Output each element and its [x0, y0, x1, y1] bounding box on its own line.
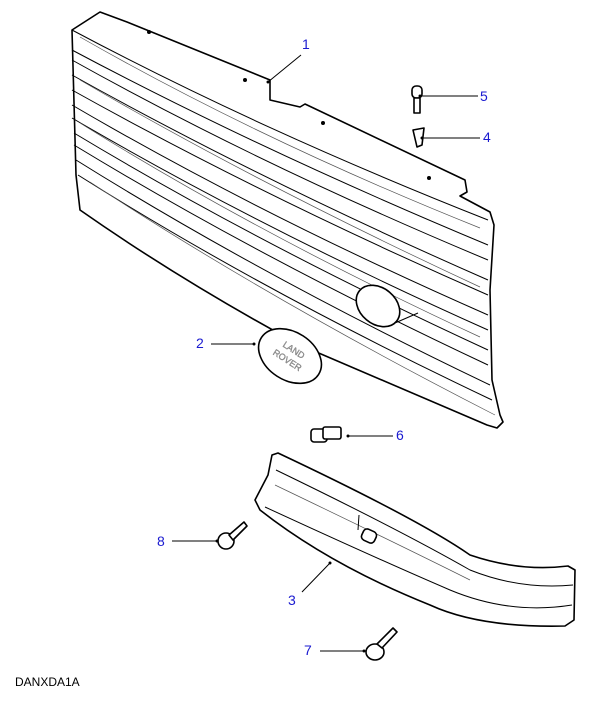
- callout-8[interactable]: 8: [157, 533, 165, 549]
- badge-part[interactable]: LAND ROVER: [248, 317, 331, 394]
- leader-lines: [172, 54, 480, 653]
- grille-part[interactable]: [71, 11, 504, 429]
- callout-7[interactable]: 7: [304, 642, 312, 658]
- screw-part-5[interactable]: [411, 85, 423, 114]
- clip-part-6[interactable]: [310, 426, 342, 443]
- screw-part-7[interactable]: [365, 627, 398, 661]
- callout-4[interactable]: 4: [483, 129, 491, 145]
- diagram-code: DANXDA1A: [15, 675, 80, 689]
- screw-part-8[interactable]: [217, 521, 248, 550]
- callout-5[interactable]: 5: [480, 88, 488, 104]
- callout-6[interactable]: 6: [396, 427, 404, 443]
- callout-1[interactable]: 1: [302, 36, 310, 52]
- callout-3[interactable]: 3: [288, 592, 296, 608]
- lower-trim-part[interactable]: [254, 452, 576, 627]
- callout-2[interactable]: 2: [196, 335, 204, 351]
- clip-nut-part-4[interactable]: [412, 127, 425, 148]
